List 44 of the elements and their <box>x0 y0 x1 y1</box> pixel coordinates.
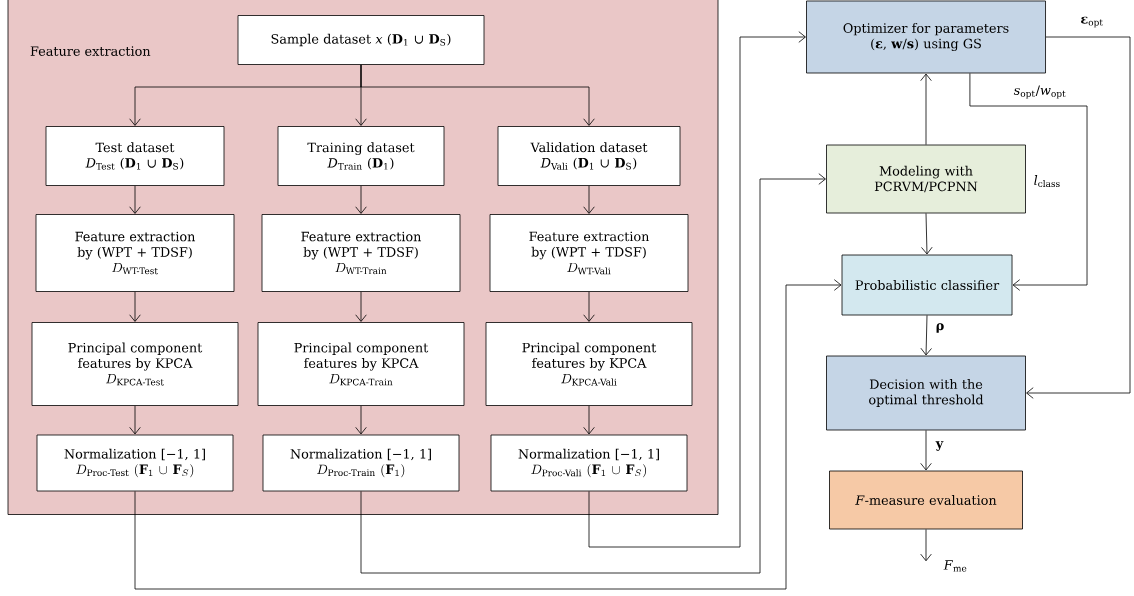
process-box: F-measure evaluation <box>829 470 1023 530</box>
process-box: Feature extraction by (WPT + TDSF) $D_{\text{WT-Vali}}$ <box>489 214 689 292</box>
arrow <box>360 173 826 574</box>
arrow <box>920 529 932 562</box>
arrow <box>360 64 595 126</box>
edge-label: s$_{opt}$/w$_{opt}$ <box>1012 84 1068 100</box>
process-box: Normalization [−1, 1] $D_{\text{Proc-Vali}}\ (\mathbf{F}_1 \cup \mathbf{F}_S)$ <box>490 434 688 492</box>
arrow <box>583 405 595 435</box>
process-box: Test dataset D$_{Test}$ (D$_{1}$ ∪ D$_{S}$) <box>45 126 225 186</box>
process-box: Sample dataset x (D$_{1}$ ∪ D$_{S}$) <box>237 15 485 65</box>
arrow <box>1026 36 1131 399</box>
process-box: Optimizer for parameters (ε, w/s) using GS <box>806 0 1046 74</box>
process-box: Principal component features by KPCA $D_{\text{KPCA-Test}}$ <box>31 322 239 406</box>
arrow <box>355 291 367 322</box>
arrow <box>355 405 367 435</box>
arrow <box>129 185 141 214</box>
process-box: Feature extraction by (WPT + TDSF) $D_{\text{WT-Test}}$ <box>35 214 235 292</box>
process-box: Validation dataset D$_{Vali}$ (D$_{1}$ ∪ D$_{S}$) <box>497 126 681 186</box>
arrow <box>583 291 595 322</box>
arrow <box>355 185 367 214</box>
arrow <box>129 405 141 435</box>
arrow <box>921 213 933 255</box>
arrow <box>129 291 141 322</box>
process-box: Training dataset D$_{Train}$ (D$_{1}$) <box>277 126 445 186</box>
arrow <box>969 73 1088 291</box>
process-box: Probabilistic classifier <box>841 254 1013 316</box>
edge-label: ρ <box>934 321 946 335</box>
arrow <box>588 31 806 548</box>
node-annotation: l$_{class}$ <box>1034 174 1060 188</box>
process-box: Normalization [−1, 1] $D_{\text{Proc-Train}}\ (\mathbf{F}_1)$ <box>262 434 460 492</box>
arrow <box>583 185 595 214</box>
process-box: Decision with the optimal threshold <box>826 355 1026 431</box>
arrow <box>920 315 932 356</box>
process-box: Principal component features by KPCA $D_{\text{KPCA-Train}}$ <box>257 322 465 406</box>
process-box: Modeling with PCRVM/PCPNN <box>826 144 1026 214</box>
arrow <box>134 279 842 590</box>
process-box: Normalization [−1, 1] $D_{\text{Proc-Test}}\ (\mathbf{F}_1 \cup \mathbf{F}_S)$ <box>36 434 234 492</box>
arrow <box>920 73 932 145</box>
arrow <box>920 430 932 471</box>
edge-label: ε$_{opt}$ <box>1079 15 1105 29</box>
process-box: Feature extraction by (WPT + TDSF) $D_{\text{WT-Train}}$ <box>261 214 461 292</box>
process-box: Principal component features by KPCA $D_{\text{KPCA-Vali}}$ <box>485 322 693 406</box>
edge-label: y <box>934 439 945 453</box>
edge-label: F$_{me}$ <box>942 558 969 574</box>
